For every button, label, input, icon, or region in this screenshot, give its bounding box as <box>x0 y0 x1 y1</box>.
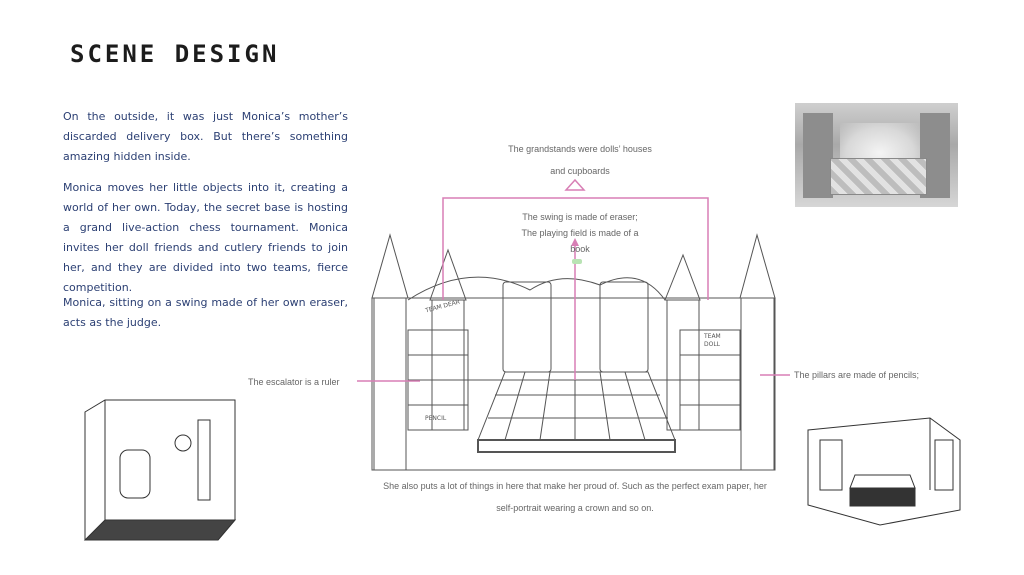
render-left-wall <box>803 113 833 198</box>
annotation-swing: The swing is made of eraser; The playing… <box>500 209 660 257</box>
br-left-shelf <box>819 439 843 491</box>
bottom-right-sketch <box>807 417 961 526</box>
render-chess-floor <box>830 158 927 195</box>
bl-box-outline <box>84 399 236 541</box>
left-tower-roof <box>371 233 409 299</box>
br-right-shelf <box>934 439 954 491</box>
left-tower <box>373 297 407 471</box>
br-box-outline <box>807 417 961 526</box>
page-title: SCENE DESIGN <box>70 40 280 68</box>
bl-clock <box>174 434 192 452</box>
annotation-grandstands-line1: The grandstands were dolls’ houses <box>508 144 652 154</box>
annotation-proud-things: She also puts a lot of things in here th… <box>370 475 780 519</box>
annotation-swing-line1: The swing is made of eraser; <box>522 212 638 222</box>
annotation-bottom-line2: self-portrait wearing a crown and so on. <box>496 503 654 513</box>
grandstand-leader <box>442 197 709 300</box>
annotation-escalator: The escalator is a ruler <box>248 377 340 387</box>
bl-window <box>197 419 211 501</box>
annotation-grandstands-line2: and cupboards <box>550 166 610 176</box>
story-paragraph-1: On the outside, it was just Monica’s mot… <box>63 110 348 163</box>
sketch-label-pencil: PENCIL <box>425 415 447 422</box>
annotation-swing-line3: book <box>570 244 590 254</box>
bl-door <box>119 449 151 499</box>
annotation-bottom-line1: She also puts a lot of things in here th… <box>383 481 767 491</box>
curtain-top <box>407 276 666 301</box>
right-inner-tower <box>666 299 700 431</box>
left-inner-tower <box>431 299 465 431</box>
br-chess-top <box>849 474 916 489</box>
bl-checker-floor <box>83 519 237 541</box>
eraser-swing-marker <box>572 259 582 264</box>
br-chess-book <box>849 487 916 507</box>
right-tower <box>740 297 775 471</box>
box-frame <box>371 297 776 471</box>
concept-render-thumbnail <box>795 103 958 207</box>
bottom-left-sketch <box>83 399 237 541</box>
annotation-grandstands: The grandstands were dolls’ houses and c… <box>490 138 670 182</box>
annotation-swing-line2: The playing field is made of a <box>521 228 639 238</box>
chess-board-book <box>477 439 676 453</box>
annotation-pillars: The pillars are made of pencils; <box>794 370 920 380</box>
right-tower-roof <box>739 233 776 299</box>
left-inner-tower-roof <box>429 248 467 301</box>
right-mirror <box>599 281 649 373</box>
sketch-label-team-right: TEAM DOLL <box>704 333 721 348</box>
story-paragraph-2: Monica moves her little objects into it,… <box>63 181 348 294</box>
right-inner-tower-roof <box>664 253 701 301</box>
story-paragraph-3: Monica, sitting on a swing made of her o… <box>63 296 348 329</box>
main-scene-sketch <box>371 233 776 471</box>
left-mirror <box>502 281 552 373</box>
